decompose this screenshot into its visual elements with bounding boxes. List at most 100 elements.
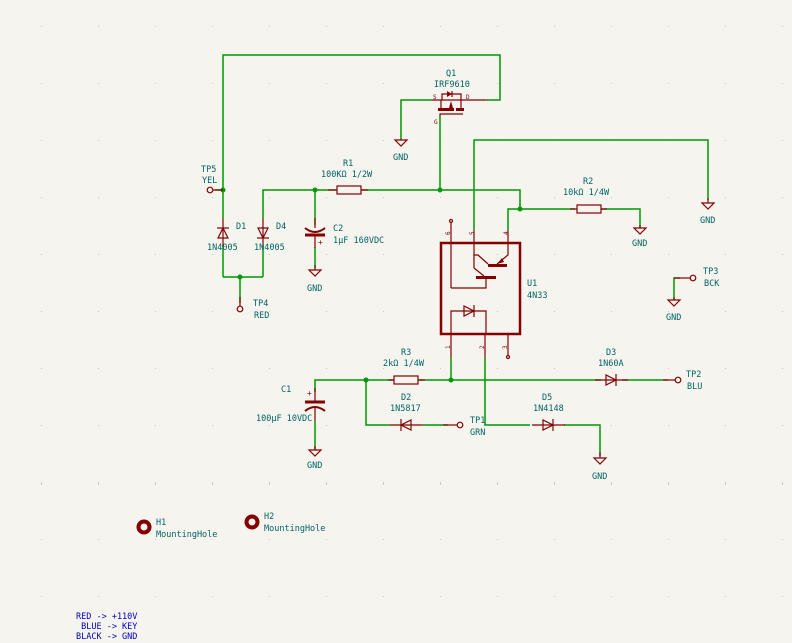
gnd-symbol[interactable]: GND bbox=[666, 297, 682, 323]
d5-diode[interactable]: D5 1N4148 bbox=[532, 393, 565, 431]
tp1-ref: TP1 bbox=[470, 416, 485, 426]
gnd-symbol[interactable]: GND bbox=[592, 452, 608, 482]
grid-dot bbox=[554, 596, 555, 597]
gnd-symbol[interactable]: GND bbox=[700, 198, 716, 226]
gnd-symbol[interactable]: GND bbox=[632, 225, 648, 249]
grid-dot bbox=[212, 596, 213, 597]
junction-dot bbox=[363, 377, 369, 383]
grid-dot bbox=[440, 596, 441, 597]
h2-ref: H2 bbox=[264, 512, 274, 522]
wire[interactable] bbox=[473, 139, 709, 230]
d4-diode[interactable]: D4 1N4005 bbox=[254, 218, 286, 253]
q1-ref: Q1 bbox=[446, 69, 456, 79]
grid-dot bbox=[782, 425, 783, 426]
r1-resistor[interactable]: R1 100KΩ 1/2W bbox=[321, 159, 373, 195]
h2-mounting-hole[interactable]: H2 MountingHole bbox=[244, 512, 326, 534]
grid-dot bbox=[497, 539, 498, 540]
r2-resistor[interactable]: R2 10kΩ 1/4W bbox=[563, 177, 610, 214]
u1-pin-4: 4 bbox=[503, 231, 510, 235]
grid-dot bbox=[611, 311, 612, 312]
gnd-label: GND bbox=[307, 461, 322, 471]
grid-dot bbox=[611, 425, 612, 426]
q1-pin-d: D bbox=[466, 94, 470, 101]
wire[interactable] bbox=[673, 277, 680, 300]
wire[interactable] bbox=[365, 380, 390, 426]
grid-dot bbox=[155, 83, 156, 84]
r3-ref: R3 bbox=[401, 348, 411, 358]
gnd-label: GND bbox=[393, 153, 408, 163]
c2-plus-sign: + bbox=[318, 238, 323, 247]
wire[interactable] bbox=[262, 189, 336, 218]
color-legend-note: RED -> +110V BLUE -> KEY BLACK -> GND bbox=[76, 612, 137, 642]
grid-dot bbox=[440, 83, 441, 84]
grid-dot bbox=[269, 596, 270, 597]
gnd-label: GND bbox=[307, 284, 322, 294]
wire[interactable] bbox=[507, 208, 575, 230]
c2-capacitor[interactable]: + C2 1µF 160VDC bbox=[304, 218, 384, 248]
junction-dot bbox=[517, 206, 523, 212]
d1-diode[interactable]: D1 1N4005 bbox=[207, 218, 246, 253]
wire[interactable] bbox=[400, 99, 432, 138]
grid-dot bbox=[725, 596, 726, 597]
junction-dot bbox=[312, 187, 318, 193]
c2-ref: C2 bbox=[333, 224, 343, 234]
wire[interactable] bbox=[601, 208, 641, 228]
tp2-testpoint[interactable]: TP2 BLU bbox=[663, 370, 702, 392]
wire[interactable] bbox=[314, 379, 393, 392]
grid-dot bbox=[725, 539, 726, 540]
grid-dot bbox=[725, 311, 726, 312]
grid-dot bbox=[440, 368, 441, 369]
grid-dot bbox=[611, 539, 612, 540]
tp1-testpoint[interactable]: TP1 GRN bbox=[443, 416, 485, 438]
d3-diode[interactable]: D3 1N60A bbox=[595, 348, 628, 386]
wire[interactable] bbox=[484, 358, 530, 426]
note-line: BLUE -> KEY bbox=[76, 622, 137, 632]
grid-dot bbox=[269, 140, 270, 141]
tp5-testpoint[interactable]: TP5 YEL bbox=[201, 165, 223, 194]
grid-dot bbox=[41, 539, 42, 540]
wire[interactable] bbox=[564, 424, 601, 456]
grid-dot bbox=[98, 197, 99, 198]
d4-ref: D4 bbox=[276, 222, 286, 232]
tp3-ref: TP3 bbox=[703, 267, 718, 277]
grid-dot bbox=[41, 254, 42, 255]
grid-dot bbox=[155, 254, 156, 255]
c1-capacitor[interactable]: + C1 100µF 10VDC bbox=[256, 385, 326, 424]
u1-ref: U1 bbox=[527, 279, 537, 289]
gnd-symbol[interactable]: GND bbox=[393, 138, 409, 163]
d1-value: 1N4005 bbox=[207, 243, 238, 253]
grid-dot bbox=[155, 596, 156, 597]
h1-mounting-hole[interactable]: H1 MountingHole bbox=[136, 518, 218, 540]
grid-dot bbox=[41, 596, 42, 597]
grid-dot bbox=[554, 26, 555, 27]
grid-dot bbox=[155, 311, 156, 312]
grid-dot bbox=[212, 539, 213, 540]
u1-optocoupler[interactable]: 6 5 4 1 2 3 U1 4N33 bbox=[439, 218, 547, 360]
wire[interactable] bbox=[222, 54, 501, 190]
q1-mosfet[interactable]: S D G Q1 IRF9610 bbox=[432, 69, 487, 126]
grid-dot bbox=[725, 254, 726, 255]
grid-dot bbox=[98, 140, 99, 141]
grid-dot bbox=[212, 197, 213, 198]
grid-dot bbox=[668, 83, 669, 84]
grid-dot bbox=[383, 254, 384, 255]
grid-dot bbox=[497, 311, 498, 312]
d2-diode[interactable]: D2 1N5817 bbox=[390, 393, 423, 431]
grid-dot bbox=[41, 425, 42, 426]
grid-dot bbox=[98, 26, 99, 27]
r3-resistor[interactable]: R3 2kΩ 1/4W bbox=[383, 348, 425, 385]
d2-ref: D2 bbox=[401, 393, 411, 403]
grid-dot bbox=[611, 368, 612, 369]
gnd-symbol[interactable]: GND bbox=[307, 446, 323, 471]
u1-pin-3: 3 bbox=[502, 345, 509, 349]
wire[interactable] bbox=[362, 189, 521, 209]
grid-dot bbox=[782, 368, 783, 369]
tp4-testpoint[interactable]: TP4 RED bbox=[236, 297, 269, 321]
grid-dot bbox=[155, 482, 156, 485]
grid-dot bbox=[497, 368, 498, 369]
c2-value: 1µF 160VDC bbox=[333, 236, 384, 246]
gnd-symbol[interactable]: GND bbox=[307, 265, 323, 294]
tp3-testpoint[interactable]: TP3 BCK bbox=[674, 267, 720, 289]
tp5-value: YEL bbox=[202, 176, 217, 186]
